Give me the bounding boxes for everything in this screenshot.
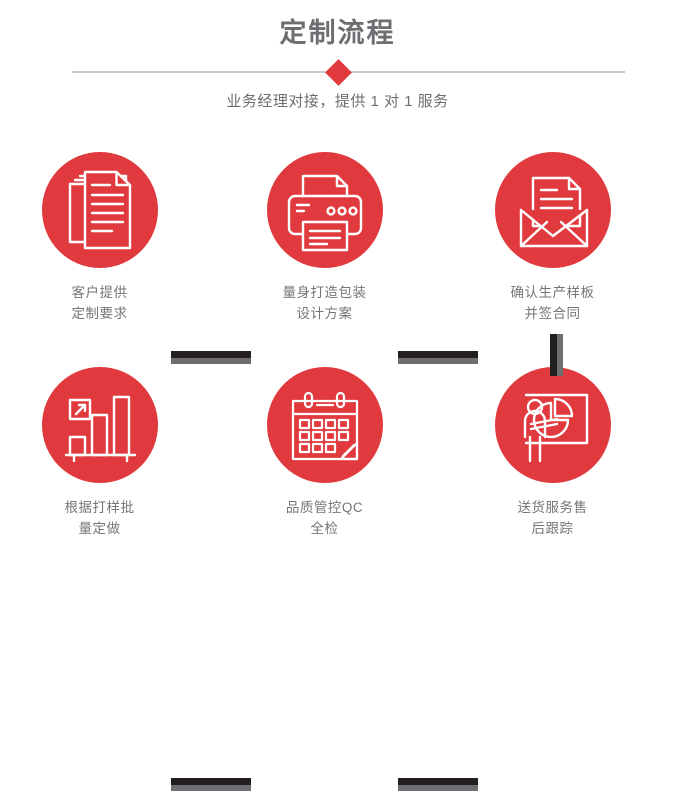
open-envelope-letter-icon bbox=[519, 176, 588, 248]
step-icon-circle-3 bbox=[494, 152, 611, 268]
connector-step1-step2 bbox=[171, 351, 251, 364]
step-item-3[interactable]: 确认生产样板 并签合同 bbox=[440, 140, 665, 324]
connector-bar-dark bbox=[398, 778, 478, 785]
step-caption-6: 送货服务售 后跟踪 bbox=[440, 497, 665, 539]
printer-icon bbox=[287, 174, 362, 252]
step-caption-line2: 并签合同 bbox=[524, 306, 581, 321]
connector-step3-step6 bbox=[550, 334, 563, 376]
step-icon-circle-5 bbox=[266, 367, 383, 483]
connector-step5-step6 bbox=[398, 778, 478, 791]
process-flow: 客户提供 定制要求 bbox=[0, 140, 675, 791]
step-item-1[interactable]: 客户提供 定制要求 bbox=[0, 140, 212, 324]
step-caption-line1: 根据打样批 bbox=[64, 500, 135, 515]
step-caption-line2: 设计方案 bbox=[296, 306, 353, 321]
step-caption-line2: 后跟踪 bbox=[531, 521, 574, 536]
calendar-icon bbox=[291, 391, 358, 461]
process-row-top: 客户提供 定制要求 bbox=[0, 140, 675, 364]
connector-bar-dark bbox=[171, 351, 251, 358]
process-row-bottom: 根据打样批 量定做 bbox=[0, 355, 675, 791]
step-caption-3: 确认生产样板 并签合同 bbox=[440, 282, 665, 324]
step-caption-2: 量身打造包装 设计方案 bbox=[212, 282, 437, 324]
step-caption-line1: 品质管控QC bbox=[285, 500, 364, 515]
connector-bar-gray bbox=[171, 358, 251, 364]
step-caption-4: 根据打样批 量定做 bbox=[0, 497, 212, 539]
step-caption-line1: 客户提供 bbox=[71, 285, 128, 300]
step-item-2[interactable]: 量身打造包装 设计方案 bbox=[212, 140, 437, 324]
step-item-4[interactable]: 根据打样批 量定做 bbox=[0, 355, 212, 539]
step-icon-circle-1 bbox=[41, 152, 158, 268]
step-item-5[interactable]: 品质管控QC 全检 bbox=[212, 355, 437, 539]
connector-bar-gray bbox=[557, 334, 563, 376]
step-item-6[interactable]: 送货服务售 后跟踪 bbox=[440, 355, 665, 539]
step-caption-line1: 确认生产样板 bbox=[510, 285, 595, 300]
page-subtitle: 业务经理对接，提供 1 对 1 服务 bbox=[226, 93, 449, 110]
step-caption-1: 客户提供 定制要求 bbox=[0, 282, 212, 324]
connector-bar-dark bbox=[550, 334, 557, 376]
connector-bar-gray bbox=[398, 785, 478, 791]
connector-bar-dark bbox=[398, 351, 478, 358]
connector-bar-gray bbox=[171, 785, 251, 791]
step-icon-circle-2 bbox=[266, 152, 383, 268]
header: 定制流程 业务经理对接，提供 1 对 1 服务 bbox=[0, 0, 675, 110]
step-caption-line2: 全检 bbox=[310, 521, 339, 536]
bar-chart-growth-icon bbox=[64, 395, 136, 463]
step-caption-5: 品质管控QC 全检 bbox=[212, 497, 437, 539]
step-caption-line1: 量身打造包装 bbox=[282, 285, 367, 300]
connector-bar-dark bbox=[171, 778, 251, 785]
connector-bar-gray bbox=[398, 358, 478, 364]
documents-stack-icon bbox=[68, 170, 131, 250]
step-caption-line2: 定制要求 bbox=[71, 306, 128, 321]
connector-step2-step3 bbox=[398, 351, 478, 364]
presenter-pie-chart-icon bbox=[523, 393, 588, 463]
step-caption-line2: 量定做 bbox=[78, 521, 121, 536]
step-icon-circle-4 bbox=[41, 367, 158, 483]
page-title: 定制流程 bbox=[279, 18, 396, 48]
step-icon-circle-6 bbox=[494, 367, 611, 483]
step-caption-line1: 送货服务售 bbox=[517, 500, 588, 515]
diamond-icon bbox=[324, 59, 352, 86]
connector-step4-step5 bbox=[171, 778, 251, 791]
